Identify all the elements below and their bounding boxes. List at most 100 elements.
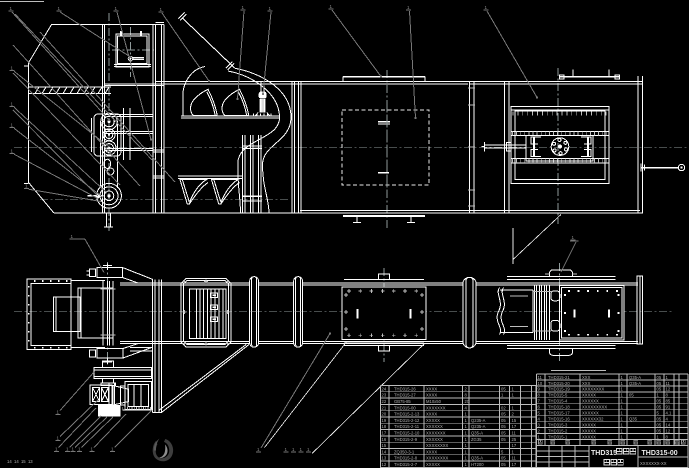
svg-text:1: 1 [57,410,60,415]
svg-text:THD315-16: THD315-16 [548,417,570,422]
svg-text:XXXXXX: XXXXXX [426,437,443,442]
svg-text:8: 8 [465,393,468,398]
svg-text:XXXXXX: XXXXXX [426,424,443,429]
svg-text:ZQ350-3-1: ZQ350-3-1 [394,449,415,454]
svg-text:85: 85 [666,399,671,404]
svg-text:8: 8 [666,393,669,398]
svg-text:13: 13 [382,456,387,461]
svg-text:1: 1 [66,447,69,452]
svg-text:THD315-18: THD315-18 [548,405,570,410]
svg-text:1: 1 [465,437,468,442]
svg-text:16: 16 [382,437,387,442]
svg-text:Q35-A: Q35-A [471,431,483,436]
svg-text:12: 12 [666,428,671,433]
svg-text:14: 14 [382,449,387,454]
svg-text:1: 1 [300,447,303,452]
svg-text:GB75-85: GB75-85 [394,399,411,404]
svg-text:1: 1 [621,399,624,404]
svg-text:20: 20 [465,399,470,404]
svg-text:XXXXX: XXXXX [582,422,596,427]
svg-text:1: 1 [538,434,541,439]
svg-text:Q35-A: Q35-A [629,375,641,380]
svg-text:XXXX: XXXX [426,386,437,391]
svg-text:Q35-A: Q35-A [471,456,483,461]
svg-text:THD315-5: THD315-5 [548,393,568,398]
svg-text:4: 4 [538,417,541,422]
svg-text:THD315-2-8: THD315-2-8 [394,456,418,461]
svg-text:05: 05 [501,456,506,461]
svg-text:1: 1 [58,6,61,11]
svg-text:5: 5 [538,411,541,416]
svg-text:2: 2 [512,412,515,417]
svg-text:THD315-2-10: THD315-2-10 [394,431,420,436]
svg-text:05: 05 [501,424,506,429]
svg-text:05: 05 [657,428,662,433]
svg-text:THD315-2: THD315-2 [548,428,568,433]
svg-text:1: 1 [307,447,310,452]
svg-text:15: 15 [382,443,387,448]
svg-text:XXXX: XXXX [426,393,437,398]
svg-text:XXXXXXX: XXXXXXX [426,431,446,436]
svg-text:17: 17 [512,443,517,448]
svg-text:3: 3 [538,422,541,427]
svg-text:11: 11 [512,456,517,461]
svg-text:1: 1 [11,149,14,154]
svg-text:THD315-2-12: THD315-2-12 [394,418,420,423]
svg-text:1: 1 [621,387,624,392]
svg-text:9: 9 [538,387,541,392]
svg-text:XXX: XXX [582,381,591,386]
svg-text:05: 05 [501,437,506,442]
svg-text:XXXXXXX: XXXXXXX [426,405,446,410]
svg-text:24: 24 [382,386,387,391]
svg-text:4: 4 [465,405,468,410]
svg-text:THD315-2-13: THD315-2-13 [394,412,420,417]
svg-text:1: 1 [11,123,14,128]
svg-text:THD315-2-11: THD315-2-11 [394,424,420,429]
svg-text:1: 1 [512,449,515,454]
svg-text:1: 1 [72,447,75,452]
svg-text:5: 5 [501,449,504,454]
svg-text:05: 05 [657,381,662,386]
svg-text:1: 1 [512,386,515,391]
svg-text:10: 10 [538,381,543,386]
svg-text:17: 17 [382,431,387,436]
svg-text:6: 6 [538,405,541,410]
svg-text:11: 11 [538,375,543,380]
svg-text:1: 1 [269,6,272,11]
svg-text:05: 05 [501,418,506,423]
svg-text:THD315-3: THD315-3 [548,422,568,427]
svg-text:1: 1 [666,375,669,380]
svg-text:1: 1 [71,234,74,239]
svg-text:XXXX: XXXX [426,449,437,454]
svg-text:Q35: Q35 [629,417,638,422]
svg-text:1: 1 [242,5,245,10]
svg-text:1: 1 [485,5,488,10]
svg-text:05: 05 [657,405,662,410]
svg-text:17: 17 [512,462,517,467]
svg-text:XXXX: XXXX [426,412,437,417]
svg-text:14: 14 [666,422,671,427]
svg-text:12: 12 [382,462,387,467]
svg-text:7: 7 [538,399,541,404]
svg-text:05: 05 [657,399,662,404]
svg-text:1: 1 [465,462,468,467]
svg-text:XXXXX: XXXXX [582,393,596,398]
svg-text:THD315-2-9: THD315-2-9 [394,437,418,442]
svg-text:1: 1 [11,102,14,107]
svg-text:20: 20 [382,412,387,417]
svg-text:1: 1 [621,405,624,410]
svg-text:1: 1 [465,418,468,423]
svg-text:11: 11 [666,381,671,386]
svg-text:1: 1 [572,235,575,240]
svg-text:05: 05 [501,431,506,436]
svg-text:1: 1 [621,393,624,398]
svg-text:05: 05 [501,412,506,417]
svg-text:XXXXX: XXXXX [582,428,596,433]
svg-text:1: 1 [285,447,288,452]
svg-text:1: 1 [465,431,468,436]
svg-text:THD315-19: THD315-19 [548,387,570,392]
svg-text:8: 8 [538,393,541,398]
svg-text:22: 22 [382,399,387,404]
svg-text:HT200: HT200 [471,462,484,467]
svg-text:XXXXXXX-XX: XXXXXXX-XX [640,461,667,466]
